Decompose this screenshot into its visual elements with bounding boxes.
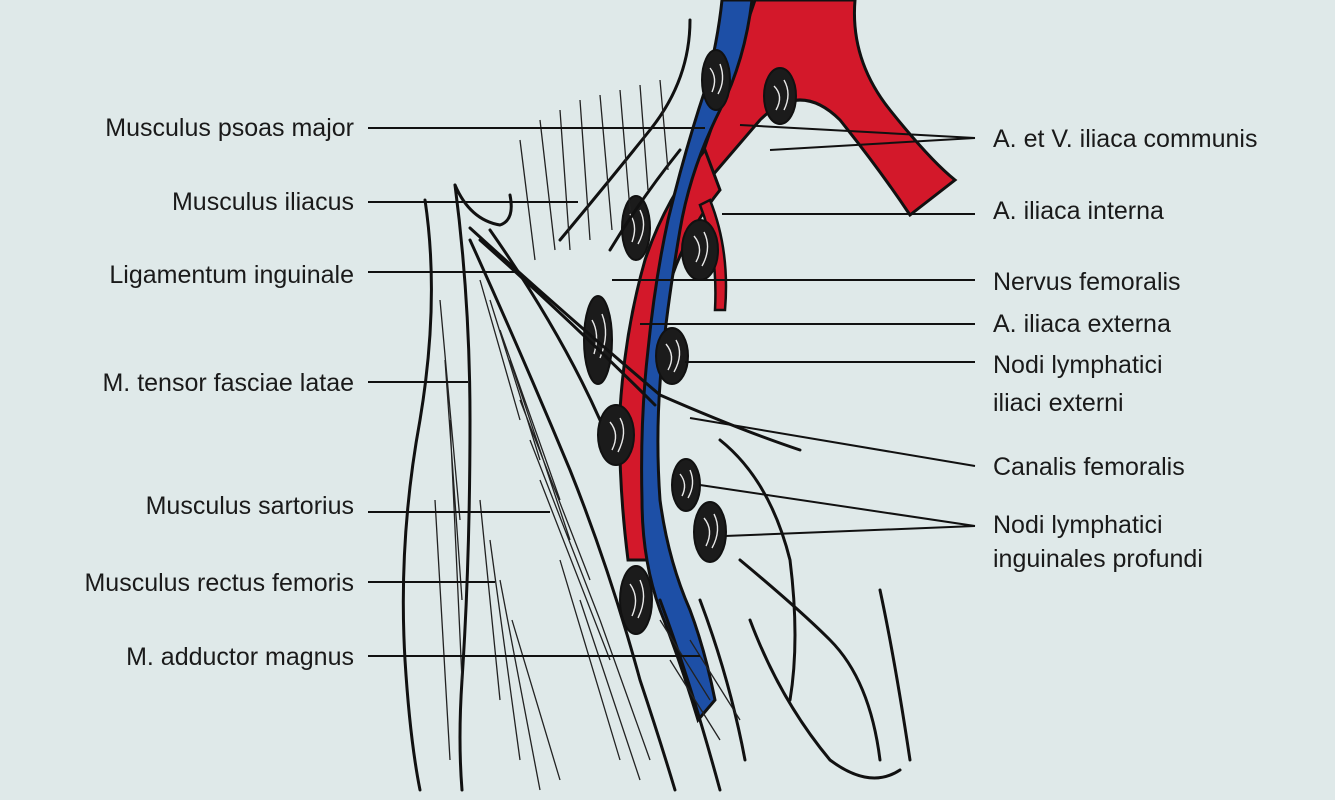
leader-nodi-ing-a	[699, 484, 976, 527]
label-nodi-inguinales-line2: inguinales profundi	[993, 545, 1203, 573]
label-nodi-iliaci-line2: iliaci externi	[993, 389, 1124, 417]
leader-nodi-ing-b	[724, 525, 976, 537]
iliac-vein	[640, 0, 754, 724]
label-iliacus: Musculus iliacus	[171, 188, 354, 216]
label-nodi-inguinales-line1: Nodi lymphatici	[993, 511, 1163, 539]
label-tensor-fasciae-latae: M. tensor fasciae latae	[102, 369, 354, 397]
muscle-fibres	[434, 79, 741, 791]
label-canalis-femoralis: Canalis femoralis	[993, 453, 1185, 481]
label-psoas-major: Musculus psoas major	[105, 114, 354, 142]
muscle-outlines	[401, 18, 912, 792]
label-rectus-femoris: Musculus rectus femoris	[84, 569, 354, 597]
label-nervus-femoralis: Nervus femoralis	[993, 268, 1181, 296]
lymph-node	[701, 49, 731, 111]
label-ligamentum-inguinale: Ligamentum inguinale	[109, 261, 354, 289]
label-sartorius: Musculus sartorius	[145, 492, 354, 520]
label-adductor-magnus: M. adductor magnus	[126, 643, 354, 671]
label-iliaca-interna: A. iliaca interna	[993, 197, 1164, 225]
leader-communis-a	[739, 124, 976, 139]
leader-canalis	[689, 417, 976, 467]
label-nodi-iliaci-line1: Nodi lymphatici	[993, 351, 1163, 379]
lymph-node	[621, 195, 651, 261]
leader-communis-b	[769, 137, 976, 151]
lymph-node	[671, 458, 701, 512]
label-iliaca-externa: A. iliaca externa	[993, 310, 1171, 338]
label-iliaca-communis: A. et V. iliaca communis	[993, 125, 1258, 153]
leader-lines	[368, 124, 976, 657]
